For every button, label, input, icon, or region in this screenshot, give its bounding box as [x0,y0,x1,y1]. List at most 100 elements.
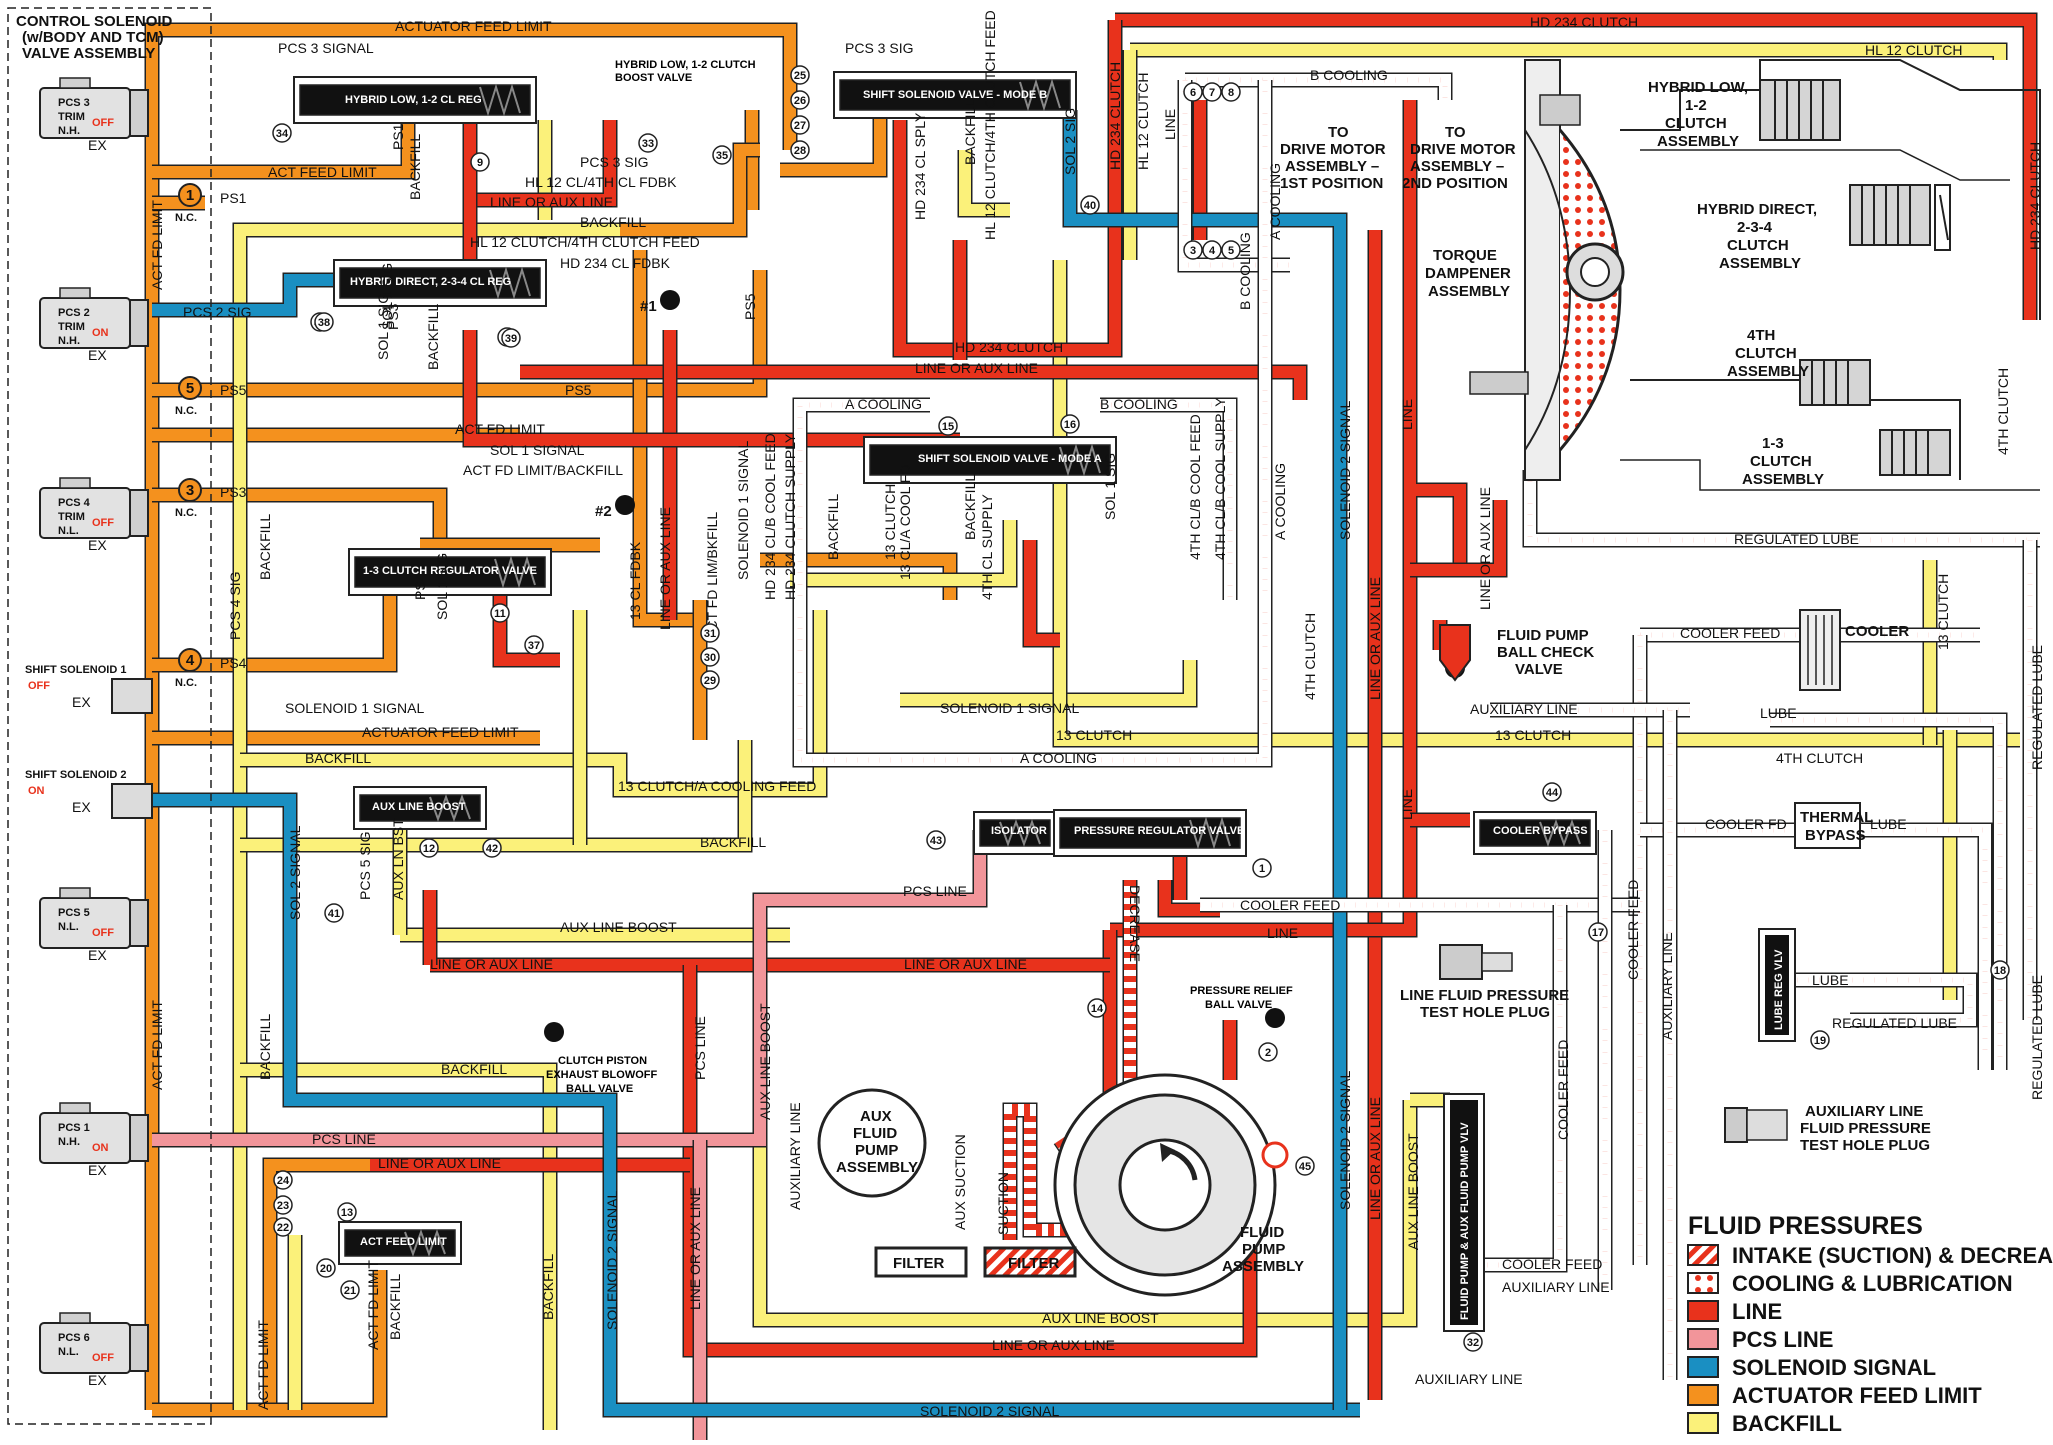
clutch13-1: 1-3 [1762,435,1784,452]
port-number-27: 27 [794,120,806,132]
vertical-label-18: HD 234 CLUTCH SUPPLY [782,433,798,600]
port-circle-38 [314,312,334,332]
lube-low [1770,714,2006,1070]
vertical-label-58: SOLENOID 2 SIGNAL [604,1191,620,1330]
clutch4th-2: CLUTCH [1735,345,1797,362]
label-sol1-signal: SOL 1 SIGNAL [490,442,585,458]
nc-label-3: N.C. [175,507,197,519]
vertical-label-13: 13 CL FDBK [627,541,643,620]
drive2-1: TO [1445,124,1466,141]
filter-label-1: FILTER [893,1255,945,1272]
nc-marker-number-5: 5 [186,380,194,397]
port-circle-12 [419,838,439,858]
label-lube-lower: LUBE [1812,972,1849,988]
solenoid-name-2: TRIM [58,111,85,123]
solenoid-state: ON [28,785,45,797]
line-test-plug-icon [1439,944,1513,980]
legend-swatch [1687,1384,1719,1406]
aux-pump-4: ASSEMBLY [836,1159,918,1176]
vertical-label-59: BACKFILL [540,1254,556,1320]
assembly-title-1: CONTROL SOLENOID [16,13,173,30]
ps3 [152,489,446,540]
port-circle-1 [1252,858,1272,878]
vertical-label-15: ACT FD LIM/BKFILL [704,512,720,640]
fluid-pump-1: FLUID [1240,1224,1284,1241]
port-number-12: 12 [423,843,435,855]
label-pcs-line-mid: PCS LINE [903,883,967,899]
port-number-38: 38 [318,317,330,329]
nc-label-5: N.C. [175,405,197,417]
ps4 [152,590,396,671]
solenoid-name-2: N.L. [58,1346,79,1358]
vertical-label-32: 13 CL/A COOL FD [897,465,913,580]
label-backfill-top: BACKFILL [580,214,646,230]
aux-test-1: AUXILIARY LINE [1805,1103,1923,1120]
check-ball-icon-4 [544,1022,564,1042]
vertical-label-45: 13 CLUTCH [1935,574,1951,650]
label-hd234-clutch-top: HD 234 CLUTCH [1530,14,1638,30]
label-hd234-fdbk: HD 234 CL FDBK [560,255,671,271]
label-actuator-feed-limit-top: ACTUATOR FEED LIMIT [395,18,552,34]
label-hd234-clutch-mid: HD 234 CLUTCH [955,339,1063,355]
b-cooling-mid-outline [1100,397,1238,600]
label-b-cooling-top: B COOLING [1310,67,1388,83]
legend-swatch [1687,1300,1719,1322]
port-number-4: 4 [1209,245,1216,257]
bf-modeA [790,520,1016,586]
solenoid-name-1: SHIFT SOLENOID 2 [25,769,126,781]
assembly-title-3: VALVE ASSEMBLY [22,45,155,62]
valve-aux-pump-label: FLUID PUMP & AUX FLUID PUMP VLV [1459,1122,1471,1320]
drive1-4: 1ST POSITION [1280,175,1383,192]
solenoid-name-1: PCS 5 [58,907,90,919]
vertical-label-25: HL 12 CLUTCH [1135,72,1151,170]
valve-13-clutch-label: 1-3 CLUTCH REGULATOR VALVE [363,565,537,577]
vertical-label-41: LINE [1399,399,1415,430]
vertical-label-29: 4TH CL/B COOL FEED [1187,414,1203,560]
label-ps1: PS1 [220,190,247,206]
port-number-37: 37 [528,640,540,652]
label-13clutch-right: 13 CLUTCH [1495,727,1571,743]
valve-aux-boost-label: AUX LINE BOOST [372,801,466,813]
valve-13-clutch-spool [354,556,546,588]
label-solenoid1-signal: SOLENOID 1 SIGNAL [285,700,424,716]
solenoid-name-2: N.L. [58,921,79,933]
thermal-1: THERMAL [1800,809,1873,826]
pcs-line [152,830,986,1146]
solenoid-name-1: PCS 2 [58,307,90,319]
port-circle-15 [938,416,958,436]
reg-lube [1524,470,2040,546]
port-number-20: 20 [320,1263,332,1275]
port-circle-23 [273,1195,293,1215]
port-circle-33 [638,133,658,153]
solenoid-exhaust: EX [88,347,107,363]
blowoff-1: CLUTCH PISTON [558,1055,647,1067]
port-number-7: 7 [1209,87,1215,99]
vertical-label-14: LINE OR AUX LINE [657,507,673,630]
afl-bottom2 [152,1270,386,1416]
vertical-label-21: BACKFILL [962,99,978,165]
label-pcs3-sig-2: PCS 3 SIG [580,154,648,170]
label-ps5-mid: PS5 [565,382,592,398]
vertical-label-4: BACKFILL [257,1014,273,1080]
nc-marker-1 [178,183,202,207]
port-circle-45 [1295,1156,1315,1176]
port-circle-31 [700,623,720,643]
vertical-label-34: 4TH CL SUPPLY [979,494,995,600]
legend-item-cooling: COOLING & LUBRICATION [1687,1271,2013,1296]
label-line-mid: LINE [1267,925,1298,941]
label-pcs3-signal: PCS 3 SIGNAL [278,40,374,56]
afl-hl [600,144,760,236]
label-regulated-lube-top: REGULATED LUBE [1734,531,1859,547]
label-13clutch-a-cooling-feed: 13 CLUTCH/A COOLING FEED [618,778,816,794]
label-solenoid1-signal-2: SOLENOID 1 SIGNAL [940,700,1079,716]
port-circle-43 [926,830,946,850]
solenoid-name-1: PCS 3 [58,97,90,109]
vertical-label-12: PS5 [742,293,758,320]
fp-bc-2: BALL CHECK [1497,644,1594,661]
port-number-33: 33 [642,138,654,150]
port-circle-44 [1542,782,1562,802]
legend-swatch [1687,1328,1719,1350]
filter-label-2: FILTER [1008,1255,1060,1272]
